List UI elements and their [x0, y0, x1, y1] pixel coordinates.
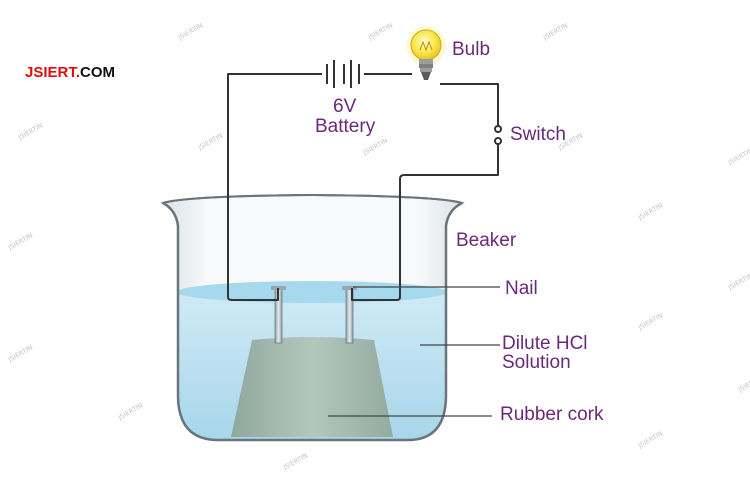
- liquid-surface: [177, 281, 447, 303]
- wire-bulb-to-switch: [440, 83, 499, 127]
- watermark-18: JSIERTIN: [281, 451, 309, 472]
- beaker: [160, 193, 465, 442]
- wire-left: [227, 73, 322, 301]
- label-switch: Switch: [510, 124, 566, 145]
- leader-lines: [328, 286, 500, 417]
- watermark-12: JSIERTIN: [726, 271, 750, 292]
- watermark-11: JSIERTIN: [636, 201, 664, 222]
- wire-switch-to-nail: [351, 143, 499, 301]
- brand-logo: JSIERT.COM: [25, 64, 115, 81]
- watermark-3: JSIERTIN: [541, 21, 569, 42]
- switch: [494, 125, 502, 145]
- watermark-15: JSIERTIN: [116, 401, 144, 422]
- watermark-9: JSIERTIN: [6, 231, 34, 252]
- watermark-2: JSIERTIN: [366, 21, 394, 42]
- watermark-4: JSIERTIN: [16, 121, 44, 142]
- label-solution-line2: Solution: [502, 352, 571, 373]
- brand-part1: JSIERT.: [25, 64, 81, 81]
- label-beaker: Beaker: [456, 230, 517, 251]
- label-cork: Rubber cork: [500, 404, 604, 425]
- watermark-1: JSIERTIN: [176, 21, 204, 42]
- watermark-5: JSIERTIN: [196, 131, 224, 152]
- circuit-wires: [227, 73, 499, 301]
- label-battery: Battery: [315, 116, 376, 137]
- brand-part2: COM: [80, 64, 116, 81]
- rubber-cork: [231, 337, 393, 437]
- watermark-6: JSIERTIN: [361, 136, 389, 157]
- bulb: [406, 26, 446, 80]
- battery: [326, 60, 360, 88]
- watermark-14: JSIERTIN: [636, 311, 664, 332]
- watermark-17: JSIERTIN: [636, 429, 664, 450]
- beaker-outline: [162, 201, 463, 442]
- watermark-8: JSIERTIN: [726, 146, 750, 167]
- label-battery-voltage: 6V: [333, 96, 357, 117]
- label-bulb: Bulb: [452, 39, 491, 60]
- label-solution-line1: Dilute HCl: [502, 333, 588, 354]
- watermark-13: JSIERTIN: [6, 343, 34, 364]
- beaker-rim: [162, 193, 463, 204]
- label-nail: Nail: [505, 278, 538, 299]
- watermark-16: JSIERTIN: [736, 373, 750, 394]
